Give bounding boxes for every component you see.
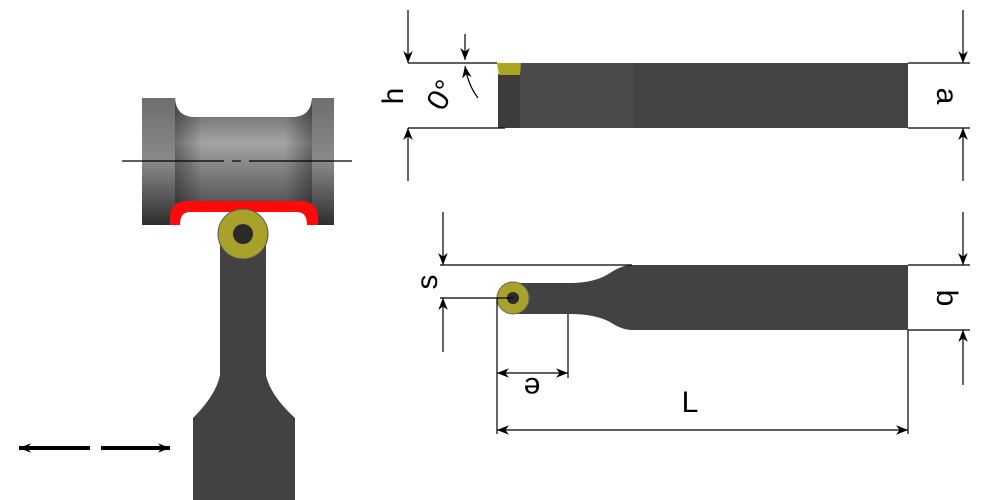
label-angle: 0° [420,75,463,116]
label-a: a [930,88,963,105]
label-L: L [682,386,699,419]
tool-side-view [497,63,908,128]
tool-front-view [193,208,295,500]
dimension-a: a [908,10,970,181]
dimension-h: h [377,10,505,181]
roller-workpiece [122,98,352,225]
insert-seat [498,74,520,128]
dimension-b: b [908,212,970,385]
groove-contour [170,201,318,225]
dimension-angle: 0° [420,34,479,116]
insert-side [497,63,521,75]
tool-shank-top [515,265,908,330]
label-h: h [377,88,410,105]
dimension-s: s [411,212,632,352]
dimension-e: e [496,298,569,434]
dimension-L: L [497,330,909,435]
tool-shank-front [193,240,295,500]
insert-hole [233,224,253,244]
tool-top-view [496,265,908,330]
label-b: b [930,290,963,307]
label-e: e [524,371,541,404]
label-s: s [411,275,444,290]
